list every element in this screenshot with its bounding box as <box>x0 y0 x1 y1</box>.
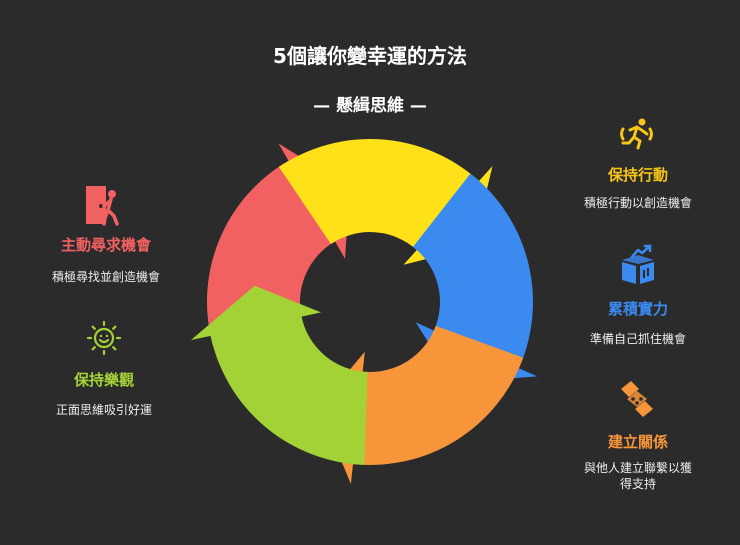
item-act-heading: 保持行動 <box>607 166 668 184</box>
item-accumulate: 累積實力 準備自己抓住機會 <box>548 298 728 347</box>
item-seek-heading: 主動尋求機會 <box>60 236 151 254</box>
item-seek-desc: 積極尋找並創造機會 <box>51 270 160 284</box>
page-title: 5個讓你變幸運的方法 <box>273 44 467 68</box>
item-connect-heading: 建立關係 <box>607 433 668 451</box>
page-subtitle: — 懸緝思維 — <box>313 96 427 116</box>
item-connect: 建立關係 與他人建立聯繫以獲 得支持 <box>548 431 728 492</box>
item-connect-desc-line1: 與他人建立聯繫以獲 <box>583 461 692 475</box>
item-act-desc: 積極行動以創造機會 <box>583 196 692 210</box>
running-person-icon <box>620 118 653 150</box>
arrow-segment-green <box>191 285 368 465</box>
handshake-icon <box>621 381 653 417</box>
item-accumulate-desc: 準備自己抓住機會 <box>589 332 686 346</box>
book-growth-icon <box>622 244 654 284</box>
smiling-sun-icon <box>86 320 122 356</box>
person-door-icon <box>86 186 119 226</box>
item-optimism-desc: 正面思維吸引好運 <box>55 403 152 417</box>
item-optimism-heading: 保持樂觀 <box>73 371 134 389</box>
item-connect-desc-line2: 得支持 <box>619 477 656 491</box>
item-optimism: 保持樂觀 正面思維吸引好運 <box>14 369 194 418</box>
item-seek: 主動尋求機會 積極尋找並創造機會 <box>16 234 196 285</box>
item-accumulate-heading: 累積實力 <box>607 300 668 318</box>
arrow-segment-orange <box>318 325 524 484</box>
item-act: 保持行動 積極行動以創造機會 <box>548 164 728 211</box>
